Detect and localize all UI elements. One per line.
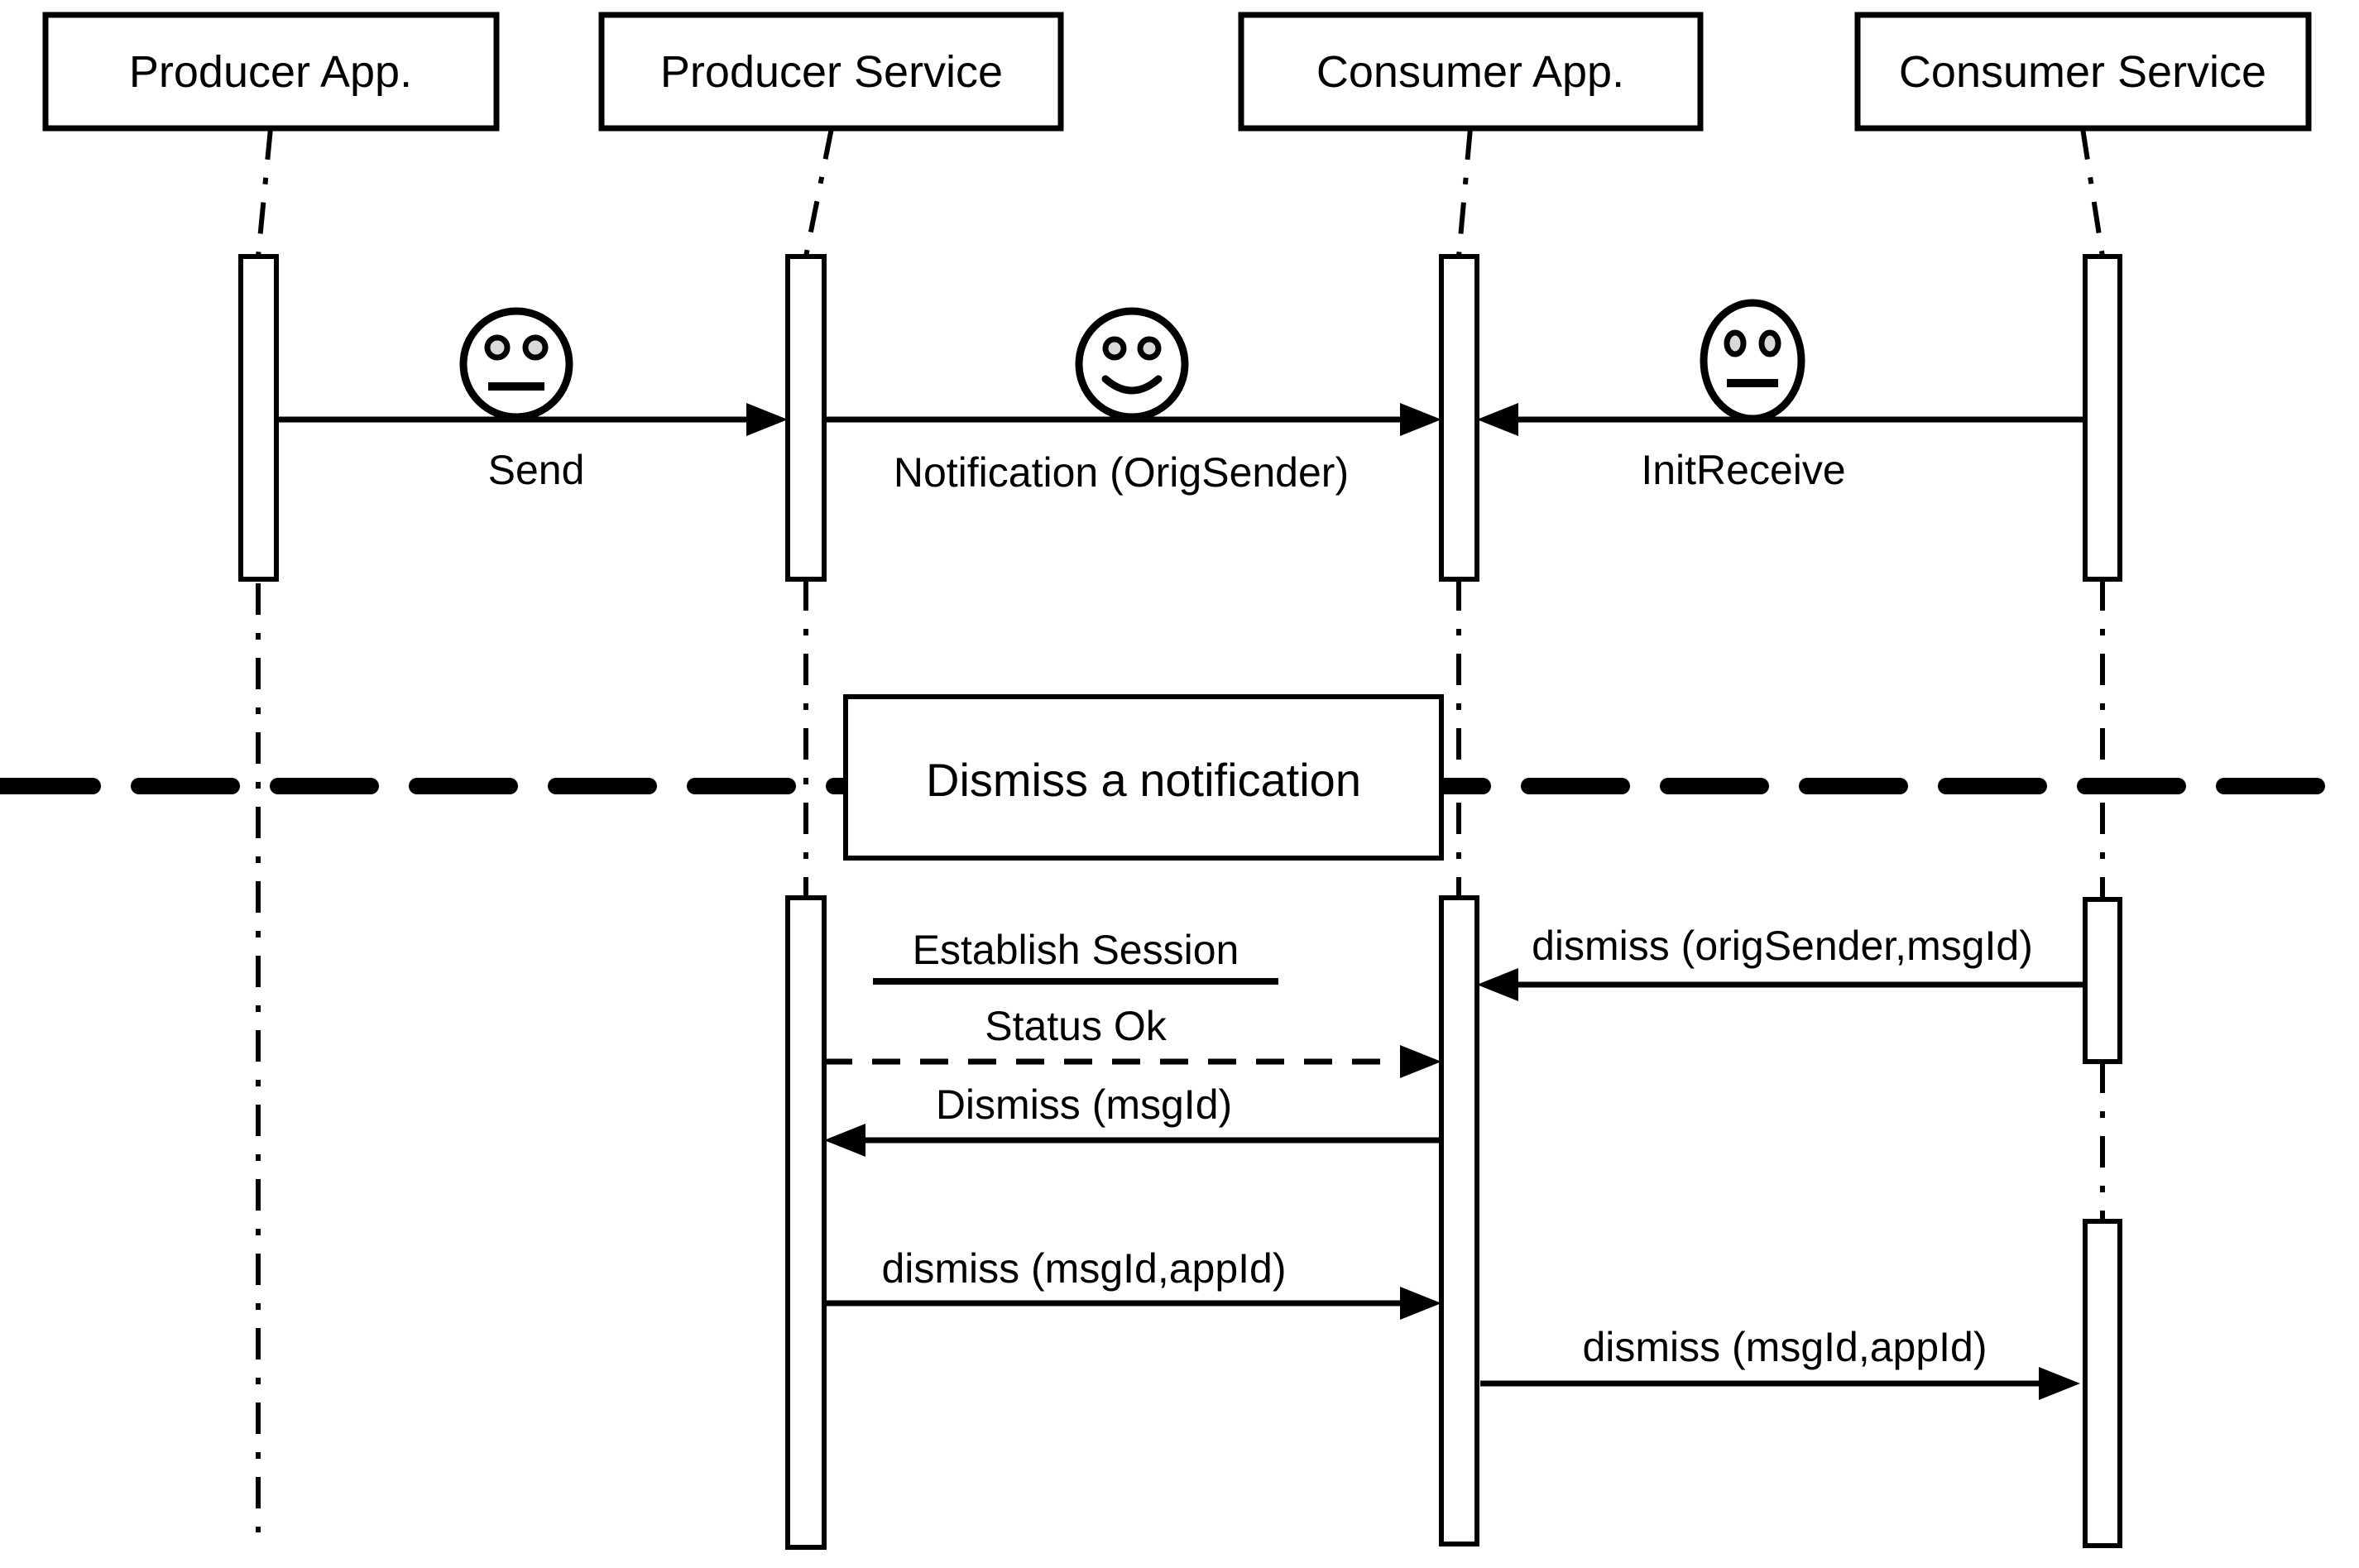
message-label: Send	[488, 447, 585, 493]
message-status-ok: Status Ok	[824, 1003, 1441, 1078]
message-label: Dismiss (msgId)	[936, 1081, 1232, 1128]
activation-consumer-app-2	[1439, 895, 1479, 1546]
lifeline-producer-app	[256, 127, 273, 257]
smiley-face-icon	[1075, 307, 1189, 421]
lifelines	[256, 127, 2105, 1532]
section-title-rect	[843, 694, 1444, 861]
lifeline-header-consumer-service: Consumer Service	[1854, 12, 2312, 132]
activation-consumer-service-1	[2083, 254, 2122, 582]
message-label: Establish Session	[913, 927, 1239, 973]
message-dismiss-msgid-appid-2: dismiss (msgId,appId)	[1480, 1324, 2080, 1400]
lifeline-producer-service	[803, 127, 834, 257]
arrowhead-left-icon	[1477, 403, 1518, 436]
lifeline-header-consumer-app: Consumer App.	[1238, 12, 1704, 132]
message-label: dismiss (msgId,appId)	[881, 1245, 1286, 1292]
message-dismiss-msgid: Dismiss (msgId)	[824, 1081, 1441, 1157]
lifeline-headers: Producer App. Producer Service Consumer …	[42, 12, 2312, 132]
activation-consumer-service-2	[2083, 897, 2122, 1064]
message-dismiss-origsender-msgid: dismiss (origSender,msgId)	[1477, 923, 2085, 1001]
face-icons	[459, 299, 1805, 423]
neutral-face-icon	[1700, 299, 1805, 423]
lifeline-label: Consumer App.	[1316, 47, 1624, 97]
message-label: InitReceive	[1641, 447, 1845, 493]
activation-bars	[238, 254, 2122, 1550]
activation-producer-service-2	[785, 895, 827, 1550]
lifeline-label: Producer Service	[660, 47, 1003, 97]
activation-producer-app-1	[238, 254, 279, 582]
lifeline-header-producer-app: Producer App.	[42, 12, 500, 132]
arrowhead-right-icon	[1400, 1287, 1441, 1320]
message-label: Status Ok	[985, 1003, 1168, 1049]
arrowhead-left-icon	[1477, 968, 1518, 1001]
lifeline-header-producer-service: Producer Service	[598, 12, 1064, 132]
arrowhead-right-icon	[2039, 1367, 2080, 1400]
arrowhead-right-icon	[1400, 403, 1441, 436]
section-title-label: Dismiss a notification	[926, 754, 1361, 806]
smile-mouth	[1101, 375, 1163, 395]
lifeline-consumer-app	[1456, 127, 1473, 257]
section-title-box: Dismiss a notification	[843, 694, 1444, 861]
message-label: dismiss (origSender,msgId)	[1532, 923, 2033, 969]
eye-icon	[1758, 329, 1781, 357]
eye-icon	[1137, 336, 1162, 361]
activation-consumer-service-3	[2083, 1219, 2122, 1548]
arrowhead-right-icon	[746, 403, 788, 436]
eye-icon	[1102, 336, 1127, 361]
neutral-face-icon	[459, 307, 573, 421]
activation-producer-service-1	[785, 254, 827, 582]
eye-icon	[484, 334, 511, 361]
lifeline-label: Producer App.	[129, 47, 412, 97]
message-notification: Notification (OrigSender)	[824, 403, 1441, 496]
message-label: Notification (OrigSender)	[894, 449, 1349, 496]
eye-icon	[522, 334, 549, 361]
arrowhead-right-icon	[1400, 1045, 1441, 1078]
lifeline-label: Consumer Service	[1899, 47, 2266, 97]
lifeline-consumer-service	[2080, 127, 2105, 257]
message-label: dismiss (msgId,appId)	[1582, 1324, 1987, 1370]
message-establish-session: Establish Session	[873, 927, 1278, 985]
messages: Send Notification (OrigSender) InitRecei…	[276, 403, 2085, 1400]
eye-icon	[1724, 329, 1747, 357]
message-dismiss-msgid-appid: dismiss (msgId,appId)	[824, 1245, 1441, 1320]
message-init-receive: InitReceive	[1477, 403, 2085, 493]
arrowhead-left-icon	[824, 1124, 865, 1157]
activation-consumer-app-1	[1439, 254, 1479, 582]
